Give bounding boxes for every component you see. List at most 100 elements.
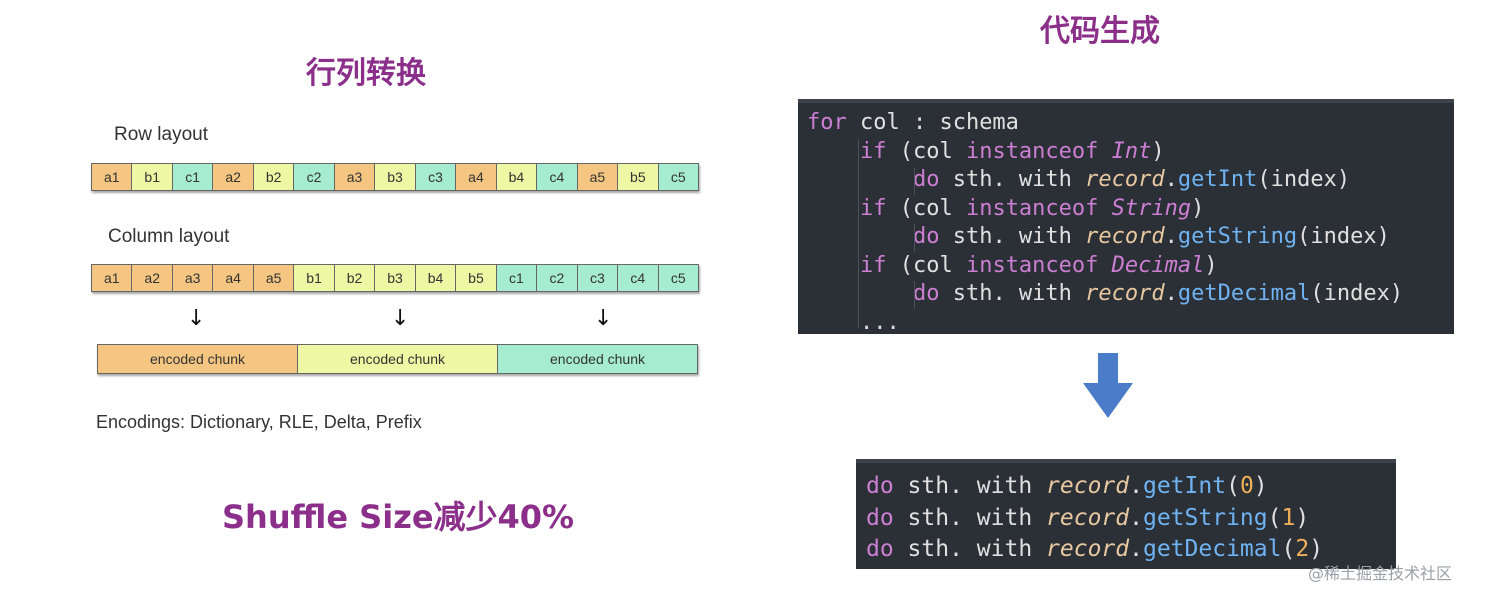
down-arrow-icon: ↓: [391, 306, 410, 331]
code-token: 2: [1295, 536, 1310, 562]
down-arrow-icon: [1083, 353, 1133, 418]
layout-cell: b3: [375, 163, 416, 191]
code-token: sth. with: [952, 167, 1086, 192]
code-token: (col: [899, 252, 966, 278]
code-token: .: [1164, 224, 1178, 249]
layout-cell: c5: [658, 264, 700, 292]
layout-cell: b2: [334, 264, 376, 292]
code-token: (index): [1257, 167, 1351, 192]
layout-cell: a3: [172, 264, 214, 292]
code-token: sth. with: [952, 281, 1086, 306]
code-token: getInt: [1177, 167, 1258, 192]
code-token: instanceof: [965, 252, 1112, 278]
layout-cell: b4: [415, 264, 457, 292]
code-token: do: [807, 167, 953, 192]
code-token: (col: [899, 195, 966, 221]
code-token: record: [1085, 224, 1165, 249]
layout-cell: a2: [213, 163, 254, 191]
code-token: instanceof: [965, 195, 1112, 221]
layout-cell: a4: [213, 264, 254, 292]
code-token: ): [1191, 195, 1205, 221]
code-token: sth. with: [907, 536, 1047, 562]
code-token: 1: [1281, 504, 1296, 531]
code-token: .: [1129, 504, 1143, 531]
layout-cell: c5: [658, 163, 700, 191]
code-token: ): [1204, 252, 1218, 278]
code-token: getDecimal: [1177, 281, 1311, 306]
layout-cell: a4: [456, 163, 497, 191]
code-token: (: [1267, 504, 1282, 531]
shuffle-size-caption: Shuffle Size减少40%: [222, 498, 575, 536]
code-token: record: [1046, 504, 1130, 531]
code-token: getInt: [1142, 473, 1227, 499]
encoded-chunk: encoded chunk: [498, 344, 698, 374]
indent-guide: [914, 224, 915, 252]
code-token: String: [1111, 195, 1192, 221]
code-token: do: [807, 281, 953, 306]
watermark: @稀土掘金技术社区: [1308, 564, 1453, 583]
layout-cell: b1: [132, 163, 173, 191]
code-line: if (col instanceof Int): [807, 138, 1454, 167]
layout-cell: a1: [91, 264, 133, 292]
code-token: for: [807, 110, 860, 135]
layout-cell: c1: [172, 163, 214, 191]
code-token: (: [1226, 473, 1240, 499]
code-token: do: [866, 536, 908, 562]
code-token: sth. with: [907, 504, 1047, 531]
left-title: 行列转换: [306, 56, 426, 91]
encoded-chunk: encoded chunk: [97, 344, 298, 374]
layout-cell: c2: [294, 163, 335, 191]
right-title: 代码生成: [1040, 14, 1160, 49]
code-token: instanceof: [965, 138, 1112, 164]
layout-cell: c4: [537, 163, 578, 191]
code-token: ): [1253, 473, 1268, 499]
code-token: if: [807, 252, 900, 278]
layout-cell: b2: [253, 163, 295, 191]
layout-cell: a5: [577, 163, 619, 191]
code-token: 0: [1239, 473, 1254, 499]
layout-cell: b3: [375, 264, 416, 292]
layout-cell: a3: [334, 163, 376, 191]
encoded-chunk: encoded chunk: [298, 344, 498, 374]
code-token: getString: [1142, 504, 1268, 531]
code-line: do sth. with record.getDecimal(index): [807, 280, 1454, 309]
layout-cell: c1: [496, 264, 538, 292]
code-token: .: [1164, 167, 1178, 192]
code-after-block: do sth. with record.getInt(0)do sth. wit…: [856, 459, 1396, 569]
code-line: if (col instanceof Decimal): [807, 252, 1454, 281]
code-token: sth. with: [907, 473, 1047, 499]
code-token: record: [1046, 536, 1130, 562]
down-arrow-icon: ↓: [594, 306, 613, 331]
layout-cell: a5: [253, 264, 295, 292]
layout-cell: b4: [496, 163, 538, 191]
layout-cell: c2: [537, 264, 578, 292]
code-token: do: [866, 473, 908, 499]
code-token: .: [1164, 281, 1178, 306]
code-token: (index): [1297, 224, 1390, 249]
code-token: do: [807, 224, 953, 249]
code-before-block: for col : schema if (col instanceof Int)…: [798, 99, 1454, 335]
code-token: ...: [807, 309, 900, 335]
code-line: ...: [807, 309, 1454, 338]
code-token: record: [1085, 281, 1165, 306]
code-token: ): [1309, 536, 1324, 562]
row-layout-label: Row layout: [114, 124, 208, 145]
code-token: col : schema: [859, 110, 1019, 135]
code-token: (index): [1310, 281, 1404, 306]
code-token: getString: [1177, 224, 1298, 249]
indent-guide: [914, 167, 915, 195]
code-token: (: [1281, 536, 1296, 562]
layout-cell: c3: [415, 163, 457, 191]
column-layout-label: Column layout: [108, 226, 230, 247]
code-token: do: [866, 504, 908, 531]
code-token: record: [1046, 473, 1130, 499]
layout-cell: c4: [618, 264, 659, 292]
down-arrow-icon: ↓: [187, 306, 206, 331]
code-token: ): [1151, 138, 1165, 164]
code-token: .: [1129, 473, 1143, 499]
layout-cell: b5: [618, 163, 659, 191]
code-line: do sth. with record.getDecimal(2): [866, 534, 1396, 566]
